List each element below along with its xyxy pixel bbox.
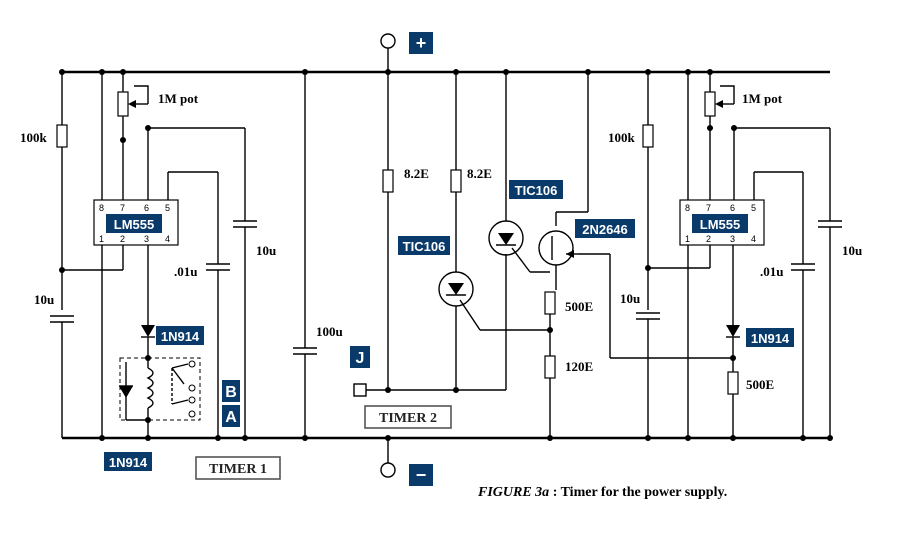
right-diode-tag xyxy=(746,328,794,347)
right-10u-b-label: 10u xyxy=(842,243,862,258)
a-tag xyxy=(222,405,240,427)
j-terminal xyxy=(353,383,367,397)
timer2-label-box xyxy=(364,405,452,429)
right-100k-label: 100k xyxy=(608,130,636,145)
timer2-label: TIMER 2 xyxy=(379,411,437,426)
j-tag xyxy=(350,346,370,368)
plus-terminal xyxy=(380,33,396,49)
resistor-120e xyxy=(544,355,556,379)
left-diode2-label: 1N914 xyxy=(109,455,148,470)
svg-text:5: 5 xyxy=(751,203,756,213)
svg-text:2: 2 xyxy=(706,234,711,244)
svg-text:3: 3 xyxy=(144,234,149,244)
svg-text:8: 8 xyxy=(99,203,104,213)
left-pot-label: 1M pot xyxy=(158,91,199,106)
left-pot xyxy=(117,91,129,117)
ujt-label: 2N2646 xyxy=(582,222,628,237)
figure-caption: FIGURE 3a : Timer for the power supply. xyxy=(477,485,727,500)
left-diode-tag xyxy=(156,326,204,345)
svg-text:B: B xyxy=(225,384,237,401)
svg-text:6: 6 xyxy=(730,203,735,213)
right-pot xyxy=(704,91,716,117)
scr1-label: TIC106 xyxy=(403,239,446,254)
r82-a-label: 8.2E xyxy=(404,166,429,181)
r500-mid-label: 500E xyxy=(565,299,593,314)
r82-b-label: 8.2E xyxy=(467,166,492,181)
left-diode2-tag xyxy=(104,452,152,471)
right-pot-label: 1M pot xyxy=(742,91,783,106)
svg-text:1: 1 xyxy=(99,234,104,244)
right-01u-label: .01u xyxy=(760,264,783,279)
b-tag xyxy=(222,380,240,402)
resistor-82-b xyxy=(450,169,462,193)
scr2-tag xyxy=(509,180,563,199)
svg-text:6: 6 xyxy=(144,203,149,213)
svg-text:5: 5 xyxy=(165,203,170,213)
c100u-label: 100u xyxy=(316,324,343,339)
resistor-500e-right xyxy=(727,371,739,395)
svg-text:7: 7 xyxy=(706,203,711,213)
svg-text:J: J xyxy=(356,350,365,367)
plus-tag xyxy=(409,32,433,54)
right-100k-resistor xyxy=(642,124,654,148)
svg-text:2: 2 xyxy=(120,234,125,244)
ujt-tag xyxy=(575,219,635,238)
relay-coil xyxy=(146,367,154,409)
timer1-label: TIMER 1 xyxy=(209,462,267,477)
scr1-tag xyxy=(398,236,450,255)
r120-label: 120E xyxy=(565,359,593,374)
resistor-500e-mid xyxy=(544,291,556,315)
scr2-label: TIC106 xyxy=(515,183,558,198)
left-diode-label: 1N914 xyxy=(161,329,200,344)
timer1-label-box xyxy=(195,456,281,480)
left-100k-resistor xyxy=(56,124,68,148)
right-diode-label: 1N914 xyxy=(751,331,790,346)
plus-sign: + xyxy=(416,33,427,53)
svg-text:8: 8 xyxy=(685,203,690,213)
left-100k-label: 100k xyxy=(20,130,48,145)
minus-sign: − xyxy=(416,465,427,485)
left-10u-b-label: 10u xyxy=(256,243,276,258)
right-lm555-label: LM555 xyxy=(700,217,740,232)
left-lm555-label: LM555 xyxy=(114,217,154,232)
left-lm555-tag xyxy=(106,214,162,233)
ujt-2n2646 xyxy=(538,230,574,266)
r500-right-label: 500E xyxy=(746,377,774,392)
left-1n914-diode xyxy=(141,325,155,337)
right-lm555-tag xyxy=(692,214,748,233)
minus-terminal xyxy=(380,462,396,478)
svg-text:3: 3 xyxy=(730,234,735,244)
right-10u-a-label: 10u xyxy=(620,291,640,306)
svg-text:7: 7 xyxy=(120,203,125,213)
svg-text:A: A xyxy=(225,409,237,426)
relay-box xyxy=(119,357,201,421)
resistor-82-a xyxy=(382,169,394,193)
left-10u-a-label: 10u xyxy=(34,292,54,307)
svg-text:4: 4 xyxy=(165,234,170,244)
left-01u-label: .01u xyxy=(174,264,197,279)
svg-text:1: 1 xyxy=(685,234,690,244)
flyback-diode xyxy=(119,386,133,398)
right-1n914-diode xyxy=(726,325,740,337)
svg-text:4: 4 xyxy=(751,234,756,244)
minus-tag xyxy=(409,464,433,486)
